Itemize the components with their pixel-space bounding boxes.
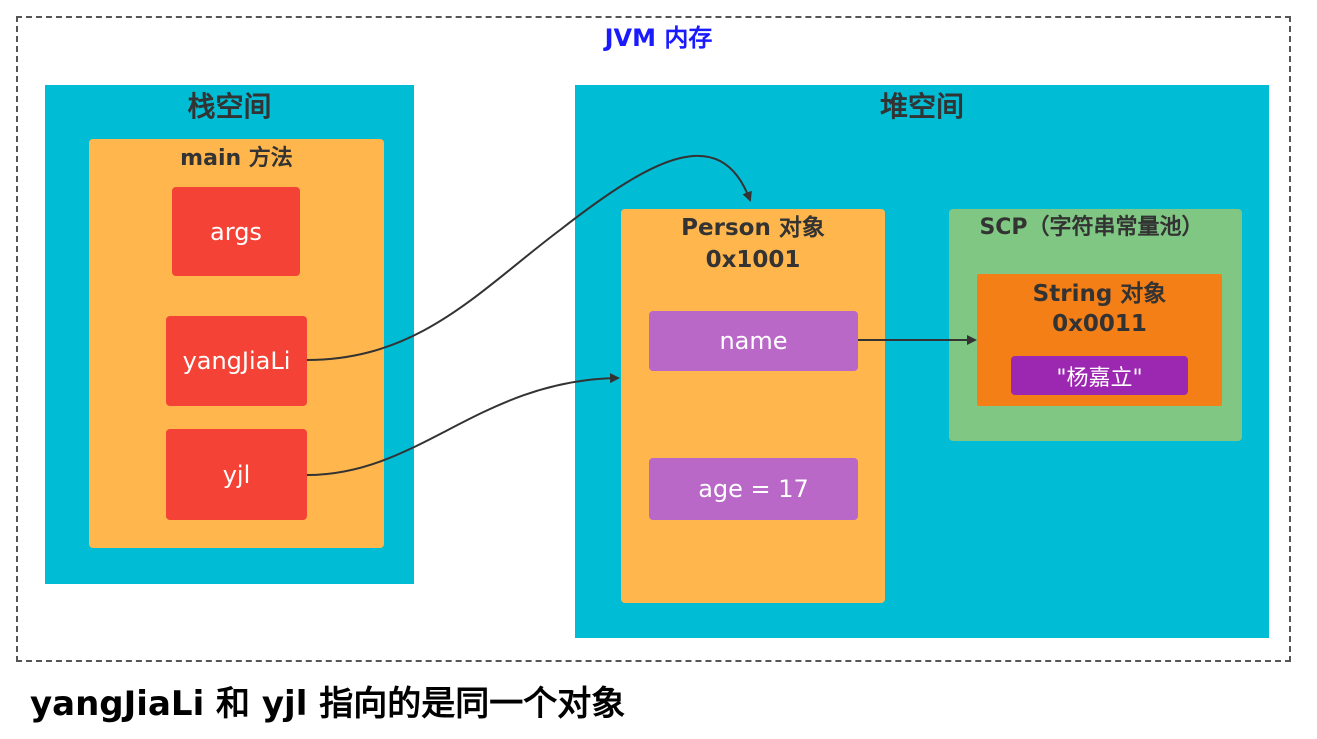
heap-title: 堆空间 <box>879 90 964 123</box>
variable-yjl: yjl <box>166 429 307 520</box>
arrow-yjl-to-person <box>306 373 620 476</box>
variable-args: args <box>172 187 300 276</box>
string-object-address: 0x0011 <box>1052 311 1147 337</box>
person-object-title: Person 对象 <box>681 215 825 241</box>
main-method-title: main 方法 <box>180 146 293 171</box>
person-object-address: 0x1001 <box>705 247 801 273</box>
jvm-memory-frame <box>16 16 1291 662</box>
string-value: "杨嘉立" <box>1011 356 1188 395</box>
stack-title: 栈空间 <box>187 90 272 123</box>
scp-title: SCP（字符串常量池） <box>979 215 1204 240</box>
caption: yangJiaLi 和 yjl 指向的是同一个对象 <box>30 684 626 724</box>
person-object: Person 对象 0x1001 <box>621 209 885 603</box>
variable-yangJiaLi: yangJiaLi <box>166 316 307 406</box>
field-name: name <box>649 311 858 371</box>
jvm-title: JVM 内存 <box>604 24 713 52</box>
field-age: age = 17 <box>649 458 858 520</box>
arrow-yangJiaLi-to-person <box>306 154 752 361</box>
string-object-title: String 对象 <box>1032 281 1167 307</box>
